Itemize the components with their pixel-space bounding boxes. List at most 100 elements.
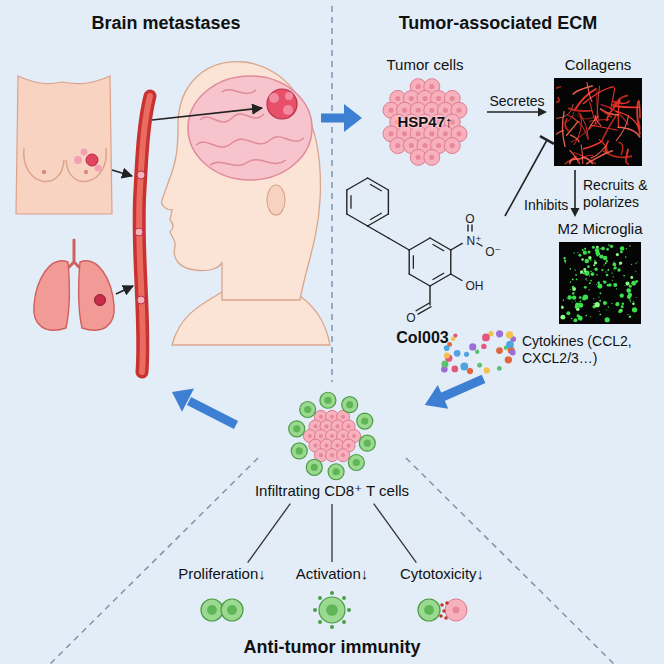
collagen-fiber (574, 113, 582, 145)
collagen-fiber (605, 141, 608, 152)
tumor-cell-nucleus (409, 96, 414, 101)
tumor-cell-nucleus (324, 443, 328, 447)
microglia-signal (599, 300, 601, 302)
dividing-t-cells (201, 599, 243, 621)
tumor-cell-nucleus (346, 424, 350, 428)
tumor-cell-nucleus (443, 131, 448, 136)
microglia-signal (576, 279, 578, 281)
head-illustration-part (269, 93, 279, 103)
node-shape (340, 176, 505, 348)
tumor-cell-nucleus (346, 443, 350, 447)
text-holder: Infiltrating CD8⁺ T cells (242, 482, 422, 500)
cytokine-dot (497, 366, 502, 371)
chemical-bond (368, 178, 389, 190)
t-cell (418, 599, 440, 621)
image-frame (554, 78, 642, 166)
t-cell-nucleus (361, 417, 368, 424)
chemical-bond (368, 226, 389, 238)
edge-label-holder: Recruits & polarizes (583, 177, 659, 211)
chemical-bond (432, 244, 444, 251)
collagen-fiber (570, 150, 580, 164)
microglia-signal (570, 289, 571, 290)
t-cell (306, 459, 322, 475)
tumor-cell-nucleus (429, 155, 434, 160)
t-cell-nucleus (304, 406, 311, 413)
head-illustration (162, 62, 330, 345)
microglia-signal (631, 264, 632, 265)
microglia-signal (626, 248, 627, 249)
t-cell-nucleus (364, 440, 371, 447)
marker-label: HSP47↑ (397, 113, 452, 131)
granule (440, 603, 444, 607)
collagen-fiber (556, 97, 559, 102)
triangle-divider (50, 458, 614, 664)
cytokine-dot (505, 356, 512, 363)
microglia-signal (603, 256, 608, 261)
collagen-image (554, 78, 642, 166)
tumor-cell-nucleus (443, 108, 448, 113)
microglia-signal (565, 262, 566, 263)
microglia-signal (607, 284, 610, 287)
microglia-signal (635, 263, 636, 264)
cytokine-cluster: Cytokines (CCL2, CXCL2/3…) (430, 326, 658, 378)
microglia-signal (598, 297, 599, 298)
connector-line (331, 504, 332, 562)
granule (439, 614, 443, 618)
microglia-signal (618, 311, 620, 313)
microglia-signal (632, 307, 637, 312)
breast-illustration-part (74, 156, 82, 164)
tumor-cell-nucleus (409, 143, 414, 148)
collagen-panel: Collagens (550, 56, 646, 168)
microglia-signal (595, 302, 600, 307)
microglia-signal (617, 268, 620, 271)
microglia-signal (564, 260, 566, 262)
text-holder: Cytokines (CCL2, CXCL2/3…) (522, 333, 658, 367)
microglia-signal (620, 251, 623, 254)
chemical-bond (388, 190, 389, 214)
microglia-signal (633, 301, 634, 302)
microglia-signal (608, 306, 609, 307)
microglia-signal (594, 261, 597, 264)
outcome-item: Activation↓ (280, 565, 384, 631)
microglia-signal (606, 274, 609, 277)
t-cell (357, 413, 373, 429)
chemical-bond (413, 255, 414, 268)
tumor-cell-nucleus (319, 415, 323, 419)
microglia-signal (586, 280, 587, 281)
collagen-fiber (589, 116, 599, 129)
collagen-fiber (601, 105, 629, 126)
collagen-fiber (613, 106, 640, 108)
cytokine-dot (481, 344, 486, 349)
tumor-cell-nucleus (450, 96, 455, 101)
microglia-signal (603, 280, 606, 283)
microglia-signal (605, 271, 606, 272)
activation-marker (318, 596, 322, 600)
microglia-signal (572, 295, 576, 299)
microglia-signal (580, 270, 584, 274)
collagen-fiber (618, 142, 622, 155)
cytokine-dot (460, 363, 468, 371)
microglia-signal (625, 256, 627, 258)
granule (442, 609, 446, 613)
cytokine-dot (454, 350, 461, 357)
collagen-fiber (581, 145, 583, 164)
atom-label: OH (466, 278, 484, 294)
microglia-signal (582, 296, 586, 300)
collagen-fiber (613, 95, 628, 107)
label-holder: OH (325, 276, 625, 294)
blue-flow-arrows-part (321, 114, 346, 123)
cytokine-dot (444, 352, 450, 358)
cytokine-dot (482, 333, 490, 341)
t-cell-nucleus (333, 468, 340, 475)
microglia-signal (577, 314, 580, 317)
microglia-signal (615, 302, 619, 306)
chemical-bond (409, 250, 410, 274)
activation-marker (342, 620, 346, 624)
t-cell (342, 397, 358, 413)
label-holder: N⁺ (324, 231, 624, 249)
tumor-cell-nucleus (450, 143, 455, 148)
microglia-signal (589, 289, 590, 290)
tumor-cell-nucleus (416, 84, 421, 89)
label-holder: Brain metastases (16, 13, 316, 35)
tumor-cells (383, 79, 467, 166)
